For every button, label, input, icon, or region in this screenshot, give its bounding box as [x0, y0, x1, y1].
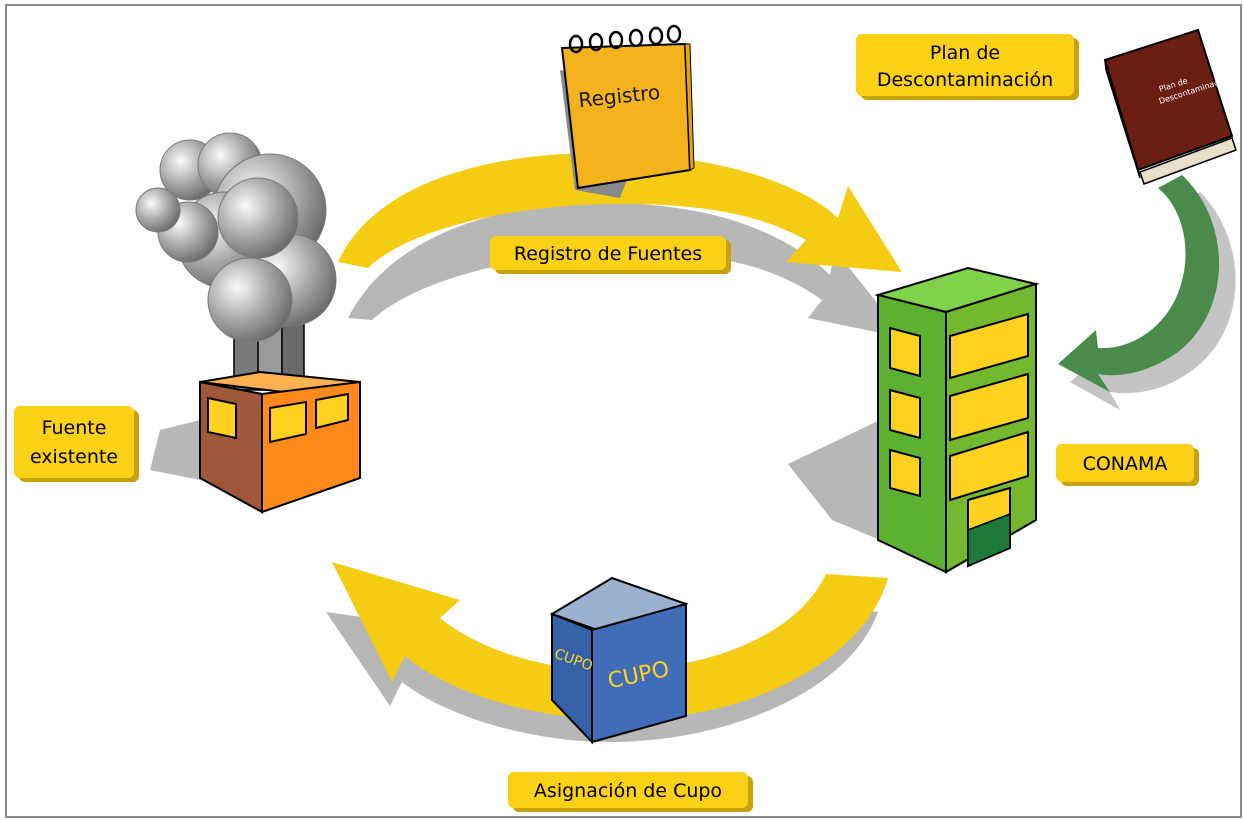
fuente-line2-text: existente [30, 446, 118, 468]
label-fuente-existente: Fuente existente [14, 406, 139, 482]
label-conama: CONAMA [1056, 444, 1199, 486]
top-arrow-shadow [348, 202, 905, 338]
registro-de-fuentes-text: Registro de Fuentes [514, 243, 702, 265]
green-curved-arrow [1058, 175, 1236, 410]
bottom-arrow [326, 562, 888, 742]
plan-line2-text: Descontaminación [877, 69, 1053, 91]
label-registro-de-fuentes: Registro de Fuentes [490, 236, 731, 274]
green-arrow-shadow [1070, 192, 1236, 410]
factory-icon [135, 132, 361, 514]
page-border [5, 4, 1242, 818]
top-arrow [338, 153, 905, 338]
bottom-arrow-body [332, 562, 888, 720]
building-icon [788, 266, 1040, 574]
top-arrow-body [338, 153, 902, 272]
book-icon: Plan de Descontaminación [1103, 28, 1237, 185]
asignacion-de-cupo-text: Asignación de Cupo [534, 780, 722, 802]
notebook-icon: Registro [560, 24, 695, 198]
cube-icon: CUPO CUPO [549, 576, 689, 745]
green-arrow-body [1058, 175, 1220, 392]
label-plan-descontaminacion: Plan de Descontaminación [856, 34, 1079, 100]
bottom-arrow-shadow [326, 606, 878, 742]
fuente-line1-text: Fuente [42, 417, 107, 439]
label-asignacion-de-cupo: Asignación de Cupo [508, 772, 753, 812]
plan-line1-text: Plan de [930, 42, 1000, 64]
smoke-icon [135, 132, 337, 343]
conama-text: CONAMA [1083, 453, 1168, 475]
